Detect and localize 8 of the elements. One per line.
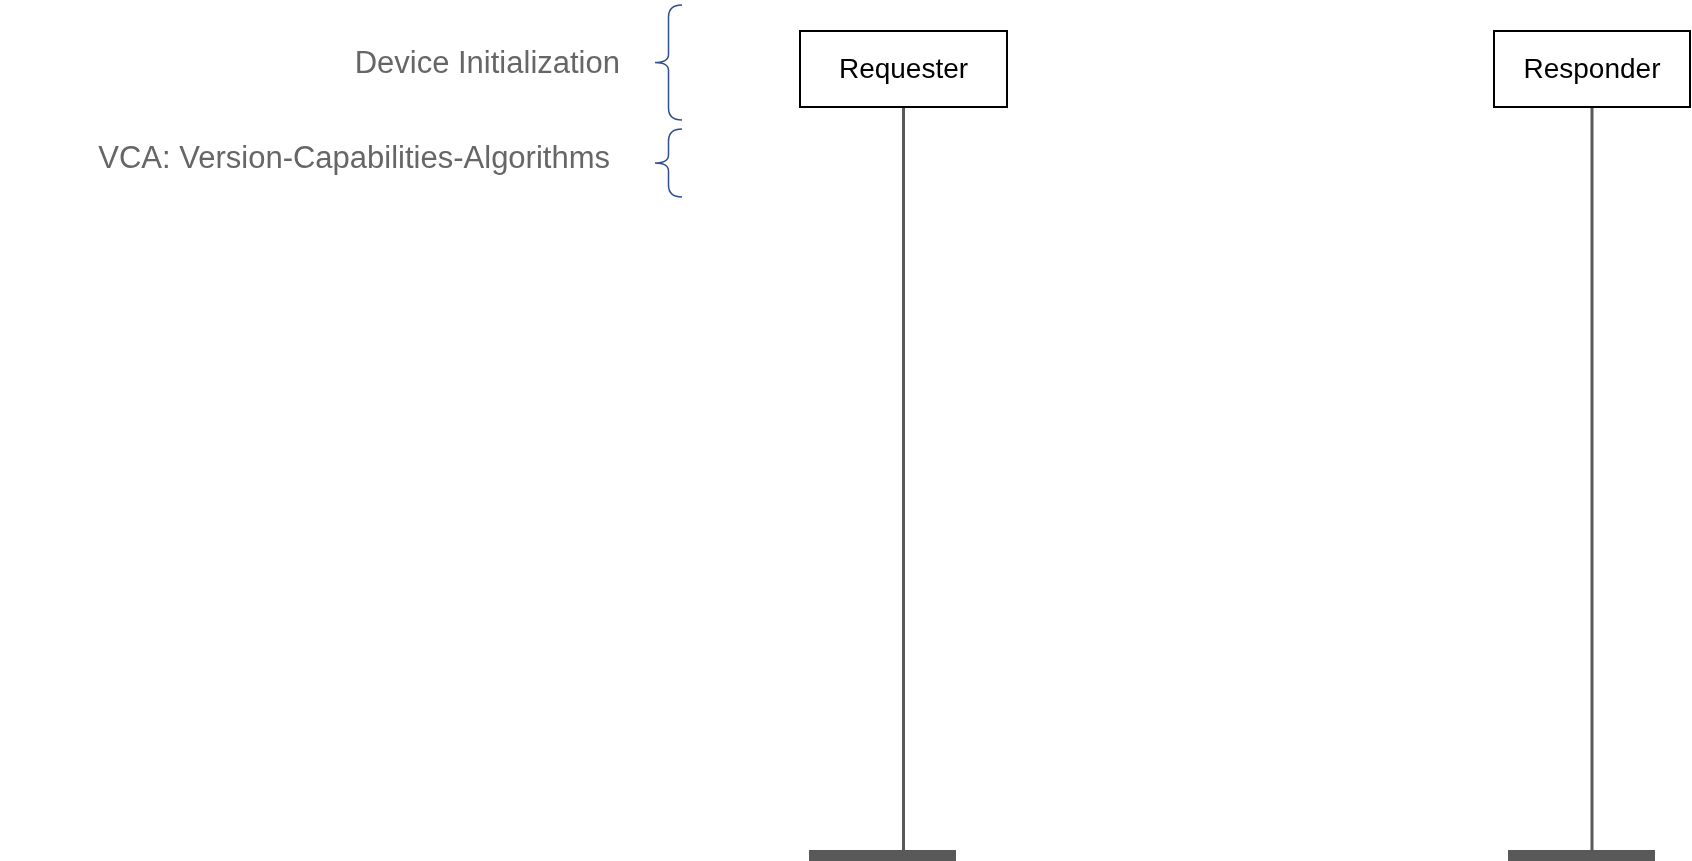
phase-label: Device Initialization <box>354 45 620 81</box>
lifeline <box>1590 108 1594 850</box>
lifeline-end-bar <box>809 850 956 861</box>
participant-box: Responder <box>1493 30 1691 108</box>
phase-label: VCA: Version-Capabilities-Algorithms <box>98 140 610 176</box>
lifeline <box>902 108 905 850</box>
lifeline-end-bar <box>1508 850 1655 861</box>
participant-box: Requester <box>799 30 1008 108</box>
